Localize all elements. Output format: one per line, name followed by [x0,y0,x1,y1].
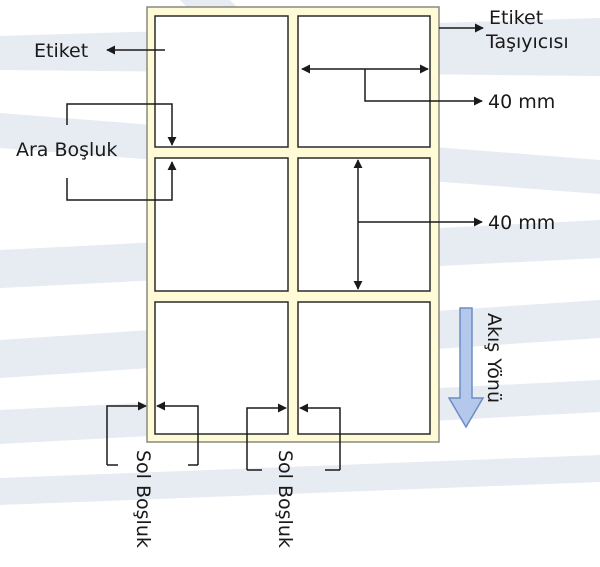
label-cell [154,157,289,292]
carrier-label-line2: Taşıyıcısı [485,31,569,53]
etiket-label: Etiket [34,40,88,62]
labels-grid [154,15,431,435]
etiket-pointer: Etiket [34,40,165,62]
height-dimension-label: 40 mm [488,212,555,234]
left-margin-2-dimension [246,403,341,471]
label-cell [297,157,431,292]
label-cell [154,301,289,435]
width-dimension [301,64,483,106]
left-margin-1-dimension [106,401,199,466]
label-cell [297,15,431,148]
down-arrow-icon [447,307,485,429]
carrier-label-line1: Etiket [489,7,543,29]
flow-direction-label: Akış Yönü [483,313,505,403]
width-dimension-label: 40 mm [488,91,555,113]
gap-pointer [66,103,177,201]
height-dimension [353,159,483,290]
left-margin-1-label: Sol Boşluk [132,450,154,548]
label-cell [297,301,431,435]
gap-label: Ara Boşluk [16,139,117,161]
left-margin-2-label: Sol Boşluk [274,450,296,548]
label-cell [154,15,289,148]
carrier-pointer: Etiket Taşıyıcısı [439,7,569,53]
